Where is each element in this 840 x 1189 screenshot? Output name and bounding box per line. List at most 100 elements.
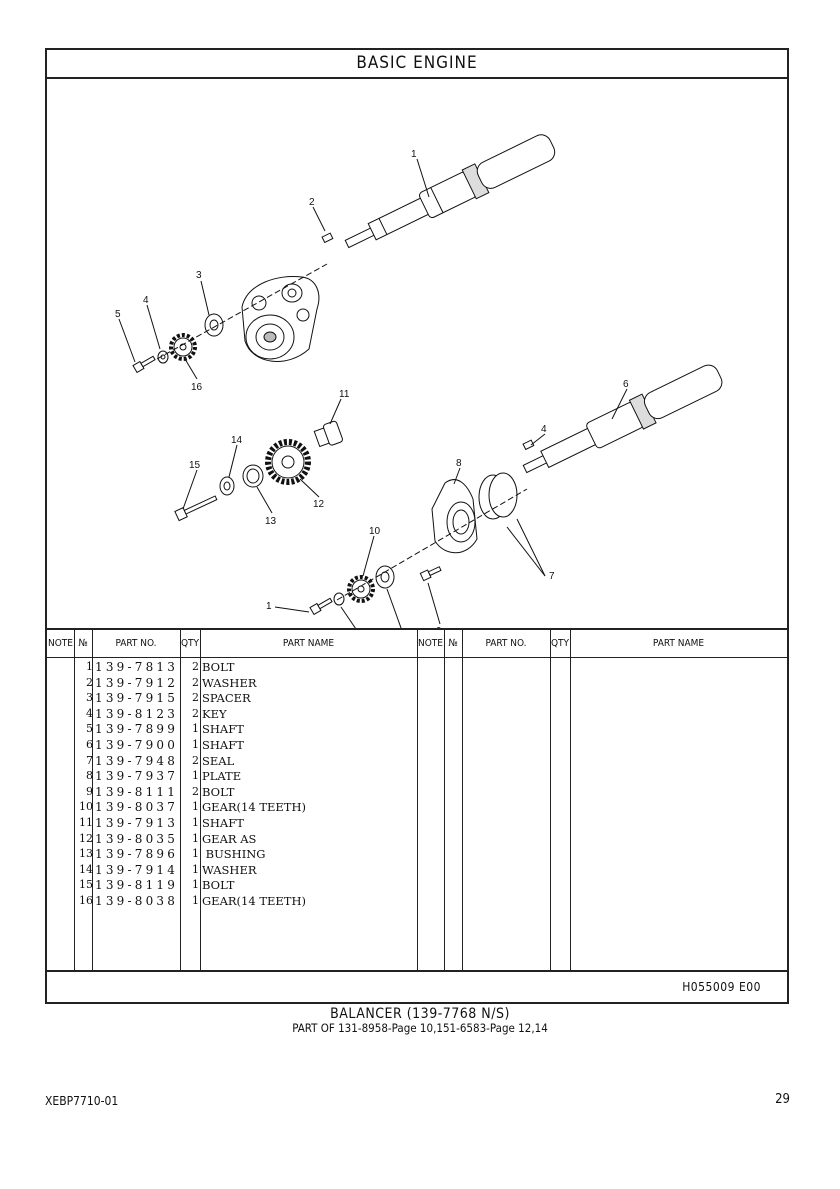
header-part-no-right: PART NO. (485, 638, 527, 649)
quantity: 1 (192, 800, 199, 814)
callout-label: 1 (411, 149, 417, 160)
callout-label: 14 (231, 435, 243, 446)
item-number: 6 (86, 738, 93, 751)
balancer-housing-drawing (241, 275, 320, 362)
header-number-right: № (448, 638, 458, 649)
quantity: 2 (192, 691, 199, 705)
part-number: 139-7913 (95, 816, 179, 830)
part-number: 139-8123 (95, 706, 179, 721)
quantity: 1 (192, 847, 199, 861)
part-name: BOLT (202, 660, 235, 674)
part-name: BUSHING (202, 847, 266, 862)
part-number: 139-7900 (95, 738, 179, 752)
quantity: 2 (192, 784, 199, 798)
part-name: SEAL (202, 753, 235, 768)
item-number: 10 (79, 800, 93, 814)
part-name: WASHER (202, 862, 257, 877)
item-number: 4 (86, 706, 93, 720)
part-number: 139-8119 (95, 878, 179, 893)
header-qty-right: QTY (550, 638, 570, 649)
part-number: 139-8111 (95, 784, 179, 799)
quantity: 1 (192, 878, 199, 892)
column-divider (444, 630, 445, 970)
header-note: NOTE (48, 638, 73, 649)
part-number: 139-8038 (95, 894, 179, 908)
page-title: BASIC ENGINE (47, 50, 787, 79)
part-number: 139-7937 (95, 769, 179, 784)
column-divider (180, 630, 181, 970)
part-name: SPACER (202, 691, 251, 706)
part-name: BOLT (202, 878, 235, 893)
item-number: 11 (79, 816, 93, 829)
callout-label: 3 (196, 270, 202, 281)
header-qty: QTY (180, 638, 200, 649)
assembly-caption: BALANCER (139-7768 N/S) (330, 1006, 510, 1022)
callout-label: 7 (549, 571, 555, 582)
part-name: GEAR(14 TEETH) (202, 800, 306, 815)
quantity: 1 (192, 831, 199, 845)
callout-label: 1 (266, 601, 272, 612)
quantity: 1 (192, 722, 199, 736)
callout-label: 15 (189, 460, 201, 471)
callout-label: 11 (339, 389, 350, 400)
shaft-6-drawing (522, 364, 723, 474)
part-number: 139-7899 (95, 722, 179, 737)
gear-16-drawing (169, 333, 197, 361)
item-number: 8 (86, 769, 93, 783)
illustration-code-row: H055009 E00 (47, 970, 787, 1004)
part-name: SHAFT (202, 722, 244, 737)
item-number: 7 (86, 753, 93, 767)
part-number: 139-8035 (95, 831, 179, 846)
document-id: XEBP7710-01 (45, 1094, 119, 1108)
column-divider (570, 630, 571, 970)
parts-sheet-frame: BASIC ENGINE (45, 48, 789, 1004)
header-number: № (78, 638, 88, 649)
callout-label: 4 (143, 295, 149, 306)
illustration-code: H055009 E00 (682, 980, 761, 994)
shaft-5-drawing (344, 134, 556, 249)
column-divider (417, 630, 418, 970)
column-divider (92, 630, 93, 970)
part-number: 139-8037 (95, 800, 179, 815)
callout-label: 4 (541, 424, 547, 435)
header-part-name-right: PART NAME (652, 638, 705, 649)
quantity: 1 (192, 894, 199, 907)
part-name: WASHER (202, 675, 257, 690)
item-number: 9 (86, 784, 93, 798)
quantity: 2 (192, 753, 199, 767)
callout-label: 10 (369, 526, 381, 537)
part-name: KEY (202, 706, 227, 721)
column-divider (74, 630, 75, 970)
callout-label: 16 (191, 382, 203, 393)
exploded-parts-illustration: 1 2 3 4 5 16 11 14 15 12 13 6 4 8 10 7 1… (115, 134, 723, 628)
callout-label: 6 (623, 379, 629, 390)
callout-label: 2 (309, 197, 315, 208)
part-name: SHAFT (202, 738, 244, 752)
part-number: 139-7813 (95, 660, 179, 674)
item-number: 5 (86, 722, 93, 736)
quantity: 1 (192, 738, 199, 751)
callout-label: 8 (456, 458, 462, 469)
column-divider (200, 630, 201, 970)
part-number: 139-7912 (95, 675, 179, 690)
header-note-right: NOTE (418, 638, 443, 649)
assembly-subcaption: PART OF 131-8958-Page 10,151-6583-Page 1… (292, 1021, 548, 1035)
column-divider (462, 630, 463, 970)
quantity: 1 (192, 816, 199, 829)
part-number: 139-7948 (95, 753, 179, 768)
quantity: 1 (192, 862, 199, 876)
part-name: PLATE (202, 769, 242, 784)
callout-label: 13 (265, 516, 277, 527)
quantity: 1 (192, 769, 199, 783)
part-name: SHAFT (202, 816, 244, 830)
callout-label: 12 (313, 499, 325, 510)
